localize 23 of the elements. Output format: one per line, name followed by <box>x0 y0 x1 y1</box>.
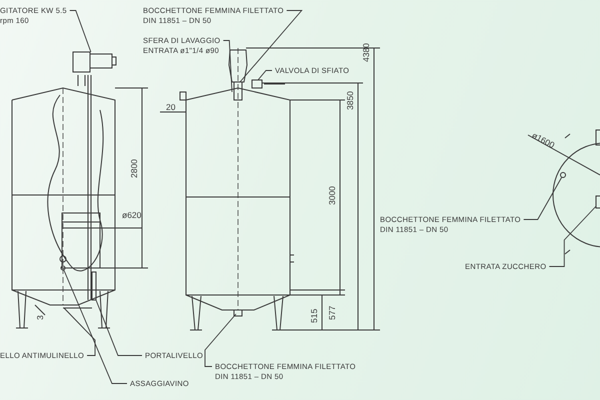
fitting-opening <box>560 172 566 178</box>
leader-line <box>64 308 96 356</box>
leader-line <box>96 300 142 356</box>
leader-line <box>204 314 236 367</box>
dimension-label: 3 <box>35 315 45 320</box>
leader-line <box>63 270 128 384</box>
leader-line <box>258 70 272 80</box>
dimension-label: 3000 <box>327 186 337 205</box>
leader-line <box>240 10 303 82</box>
leader-line <box>69 10 92 52</box>
sampling-valve <box>60 266 66 270</box>
dimension-label: 3850 <box>345 91 355 110</box>
dimension-label: 4380 <box>361 43 371 62</box>
motor-drawing <box>72 52 116 72</box>
leader-line <box>523 177 562 220</box>
dimension-label: 2800 <box>129 159 139 178</box>
leader-line <box>548 206 596 267</box>
leader-line <box>222 40 232 92</box>
dimension-label: 577 <box>327 306 337 320</box>
inlet-opening <box>596 196 600 208</box>
dimension-label: ø620 <box>122 210 142 220</box>
dimension-label: 515 <box>309 308 319 323</box>
dimension-label: 20 <box>166 102 176 112</box>
